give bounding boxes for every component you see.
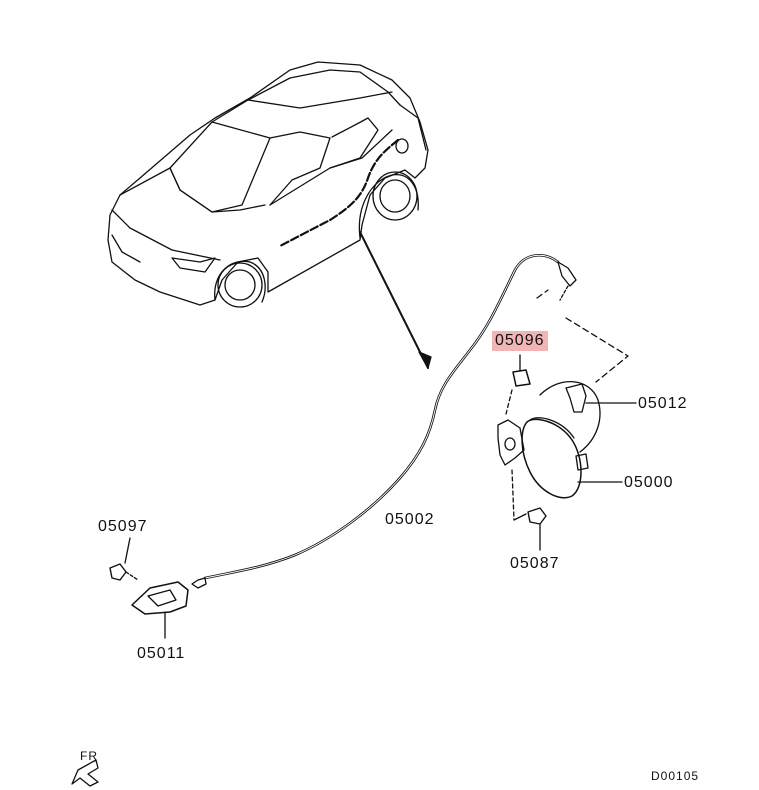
fuel-lid-assembly xyxy=(498,290,636,550)
part-label-05096: 05096 xyxy=(492,331,548,351)
part-label-05000: 05000 xyxy=(624,474,674,491)
lid-opener-handle xyxy=(110,538,188,638)
diagram-code: D00105 xyxy=(651,769,700,783)
vehicle-outline xyxy=(108,62,428,307)
part-label-05012: 05012 xyxy=(638,395,688,412)
part-label-05097: 05097 xyxy=(98,518,148,535)
orientation-label: FR xyxy=(80,749,98,763)
part-label-05002: 05002 xyxy=(385,511,435,528)
part-label-05087: 05087 xyxy=(510,555,560,572)
fuel-lid-cable xyxy=(192,255,576,588)
part-label-05011: 05011 xyxy=(137,645,186,662)
front-arrow-icon xyxy=(72,760,98,786)
detail-arrow xyxy=(360,232,431,368)
